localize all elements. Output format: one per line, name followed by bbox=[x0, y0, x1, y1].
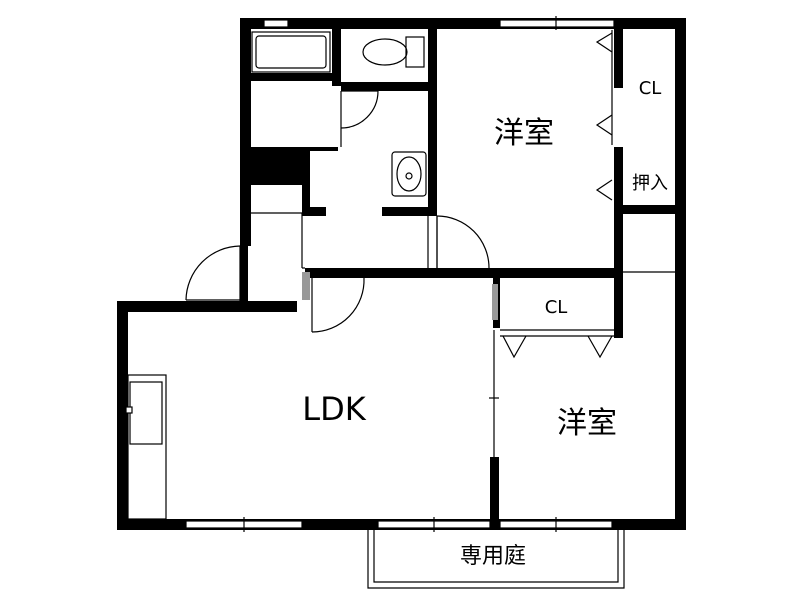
wall-closet-mid bbox=[614, 147, 623, 209]
door-swings bbox=[185, 90, 499, 457]
wall-right bbox=[675, 18, 686, 530]
room-label-garden: 専用庭 bbox=[460, 544, 526, 569]
wall-toilet-bottom bbox=[341, 82, 428, 91]
room-label-western-north: 洋室 bbox=[494, 116, 554, 151]
wash-basin bbox=[391, 151, 427, 197]
wall-west-upper bbox=[240, 18, 251, 246]
room-label-ldk: LDK bbox=[302, 390, 366, 428]
private-garden bbox=[367, 530, 625, 589]
room-label-western-south: 洋室 bbox=[557, 406, 617, 441]
wall-storage-bottom bbox=[614, 205, 682, 214]
room-label-closet-north: CL bbox=[639, 78, 662, 99]
pillar bbox=[240, 147, 302, 185]
wall-wash-bottom-right bbox=[382, 207, 428, 216]
wall-bath-bottom bbox=[248, 73, 338, 81]
closet-doors bbox=[500, 30, 614, 359]
wall-west-ldk bbox=[117, 301, 128, 530]
wall-bath-toilet bbox=[332, 18, 341, 86]
toilet-fixture bbox=[362, 36, 425, 68]
wall-closet-east bbox=[614, 18, 623, 88]
wall-wash-top bbox=[310, 147, 338, 151]
wall-ldk-room-lower bbox=[490, 457, 499, 525]
wall-wash-bottom-left bbox=[302, 207, 326, 216]
room-label-closet-south: CL bbox=[545, 297, 568, 318]
wall-top bbox=[240, 18, 686, 29]
wall-east-lower bbox=[614, 214, 623, 338]
bathtub bbox=[251, 31, 331, 73]
thresholds bbox=[302, 272, 498, 320]
walls bbox=[117, 18, 686, 530]
wall-toilet-room bbox=[428, 18, 437, 216]
room-label-storage: 押入 bbox=[632, 173, 668, 194]
wall-ldk-top bbox=[117, 301, 297, 312]
wall-corridor bbox=[305, 268, 615, 278]
wall-wash-left bbox=[302, 147, 310, 215]
wall-entrance-west bbox=[240, 246, 248, 301]
kitchen-counter bbox=[125, 374, 167, 520]
